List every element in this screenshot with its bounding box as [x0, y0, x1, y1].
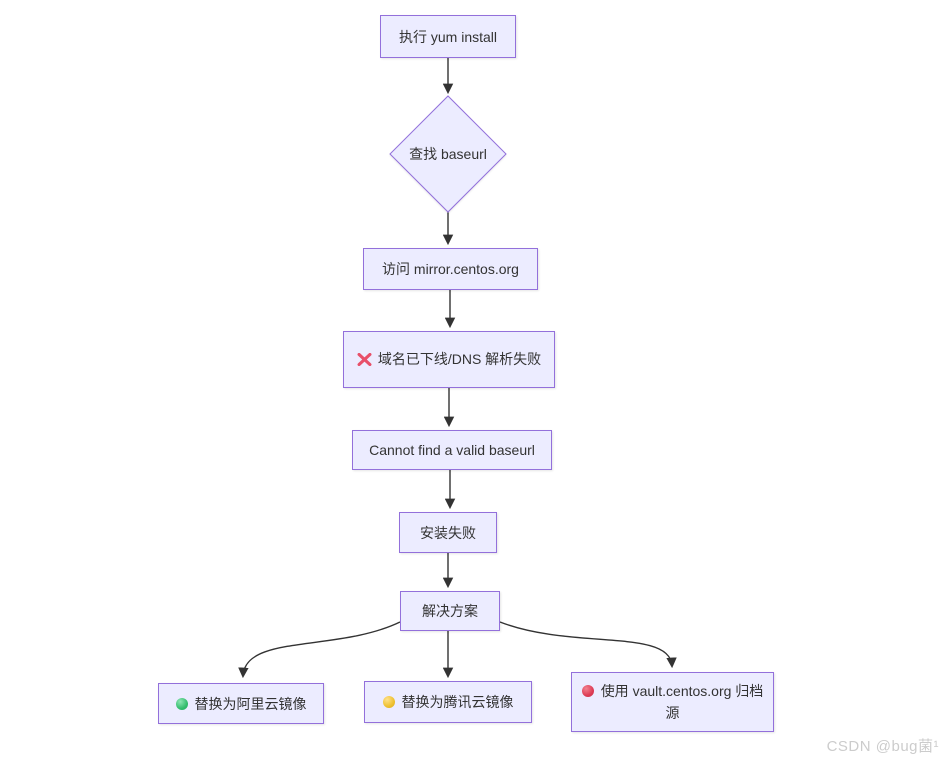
- csdn-watermark: CSDN @bug菌¹: [826, 738, 939, 755]
- node-aliyun-mirror-label: 替换为阿里云镜像: [194, 695, 307, 712]
- node-install-fail-label: 安装失败: [420, 524, 476, 541]
- node-vault-archive-label: 使用 vault.centos.org 归档源: [600, 683, 764, 721]
- node-cannot-find-baseurl-label: Cannot find a valid baseurl: [369, 442, 535, 458]
- red-circle-icon: [581, 685, 594, 697]
- node-yum-install-label: 执行 yum install: [398, 28, 498, 45]
- node-aliyun-mirror: 替换为阿里云镜像: [158, 683, 324, 724]
- node-cannot-find-baseurl: Cannot find a valid baseurl: [352, 430, 552, 470]
- green-circle-icon: [175, 697, 188, 710]
- node-visit-mirror: 访问 mirror.centos.org: [363, 248, 538, 290]
- cross-mark-icon: [357, 350, 372, 372]
- edge-solution-vault: [499, 621, 677, 669]
- node-visit-mirror-label: 访问 mirror.centos.org: [382, 261, 519, 277]
- edge-solution-aliyun: [238, 621, 401, 679]
- node-tencent-mirror: 替换为腾讯云镜像: [364, 681, 532, 723]
- node-solution-label: 解决方案: [422, 603, 478, 619]
- node-solution: 解决方案: [400, 591, 500, 631]
- node-dns-fail: 域名已下线/DNS 解析失败: [343, 331, 555, 388]
- node-dns-fail-label: 域名已下线/DNS 解析失败: [377, 350, 542, 367]
- node-tencent-mirror-label: 替换为腾讯云镜像: [401, 694, 514, 710]
- node-install-fail: 安装失败: [399, 512, 497, 553]
- node-find-baseurl: 查找 baseurl: [389, 95, 507, 213]
- node-find-baseurl-label: 查找 baseurl: [409, 146, 487, 162]
- node-vault-archive: 使用 vault.centos.org 归档源: [571, 672, 774, 732]
- yellow-circle-icon: [382, 696, 395, 708]
- node-yum-install: 执行 yum install: [380, 15, 516, 58]
